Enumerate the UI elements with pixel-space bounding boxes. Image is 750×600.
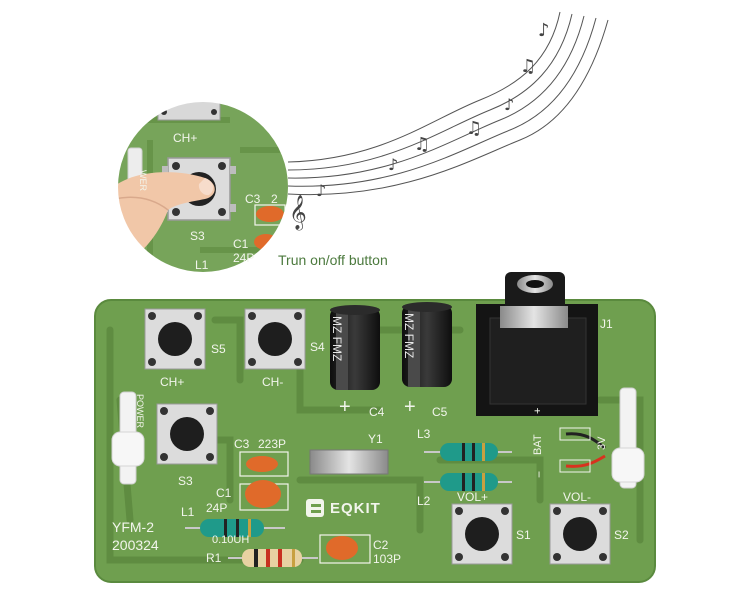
music-note-icon: ♫ (466, 118, 482, 139)
capacitor-c5-sleeve-text: MZ FMZ (402, 313, 416, 359)
label-s3: S3 (178, 474, 193, 488)
button-s4[interactable] (244, 308, 306, 370)
label-c1-value: 24P (206, 501, 228, 515)
label-r1: R1 (206, 551, 222, 565)
button-s5[interactable] (144, 308, 206, 370)
label-c4: C4 (369, 405, 385, 419)
label-c5: C5 (432, 405, 448, 419)
label-vol-plus: VOL+ (457, 490, 489, 504)
label-l3: L3 (417, 427, 431, 441)
audio-jack-j1[interactable] (476, 272, 598, 416)
label-c3-value: 223P (258, 437, 287, 451)
music-notes: 𝄞 ♪ ♪ ♫ ♫ ♪ ♫ ♪ (289, 20, 550, 231)
label-bat-minus: − (532, 470, 546, 478)
label-bat: BAT (532, 434, 544, 455)
zoom-inset (116, 100, 290, 274)
electrolytic-capacitor-c4 (330, 305, 380, 390)
led-right (611, 387, 645, 489)
inset-label-c3: C3 (245, 192, 261, 206)
treble-clef-icon: 𝄞 (289, 195, 307, 231)
inductor-l3 (424, 443, 512, 461)
label-s1: S1 (516, 528, 531, 542)
inset-label-power: WER (138, 170, 148, 191)
label-voltage: 3V (596, 436, 608, 450)
music-note-icon: ♪ (504, 95, 514, 114)
ceramic-capacitor-c1 (239, 480, 289, 511)
inset-label-s3: S3 (190, 229, 205, 243)
inset-label-ch-plus: CH+ (173, 131, 198, 145)
button-s1[interactable] (451, 503, 513, 565)
label-s4: S4 (310, 340, 325, 354)
label-s2: S2 (614, 528, 629, 542)
resistor-r1 (228, 549, 318, 567)
inset-label-c1: C1 (233, 237, 249, 251)
eqkit-logo-mark (306, 499, 324, 517)
brand-logo-text: EQKIT (330, 500, 381, 517)
music-note-icon: ♪ (538, 20, 550, 41)
ceramic-capacitor-c2 (319, 534, 371, 564)
inductor-l1 (185, 519, 285, 537)
inset-label-c3-value: 2 (271, 192, 278, 206)
label-c2: C2 (373, 538, 389, 552)
music-staff-decoration (287, 11, 609, 196)
inset-label-l1: L1 (195, 258, 209, 272)
model-label: YFM-2 (112, 519, 154, 535)
label-j1: J1 (600, 317, 613, 331)
label-power: POWER (135, 394, 145, 429)
label-c3: C3 (234, 437, 250, 451)
inductor-l2 (424, 473, 512, 491)
label-c1: C1 (216, 486, 232, 500)
label-ch-plus: CH+ (160, 375, 185, 389)
label-l1-value: 0.10UH (212, 534, 250, 546)
capacitor-c4-sleeve-text: MZ FMZ (330, 316, 344, 362)
inset-label-c1-value: 24P (233, 251, 255, 265)
ceramic-capacitor-c3 (239, 451, 289, 477)
label-s5: S5 (211, 342, 226, 356)
label-bat-plus: + (532, 407, 544, 414)
image-caption: Trun on/off button (278, 252, 388, 268)
power-led-left (111, 391, 145, 485)
battery-wires (559, 427, 606, 473)
label-c2-value: 103P (373, 552, 402, 566)
music-note-icon: ♪ (388, 155, 398, 174)
label-l2: L2 (417, 494, 431, 508)
music-note-icon: ♫ (520, 56, 536, 77)
label-y1: Y1 (368, 432, 383, 446)
music-note-icon: ♫ (414, 134, 430, 155)
music-note-icon: ♪ (316, 181, 326, 200)
button-s2[interactable] (549, 503, 611, 565)
label-c5-plus: + (404, 396, 416, 418)
board-code-label: 200324 (112, 537, 159, 553)
button-s3[interactable] (156, 403, 218, 465)
electrolytic-capacitor-c5 (402, 302, 452, 387)
label-vol-minus: VOL- (563, 490, 592, 504)
label-c4-plus: + (339, 396, 351, 418)
label-l1: L1 (181, 505, 195, 519)
crystal-y1 (309, 449, 389, 475)
label-ch-minus: CH- (262, 375, 284, 389)
